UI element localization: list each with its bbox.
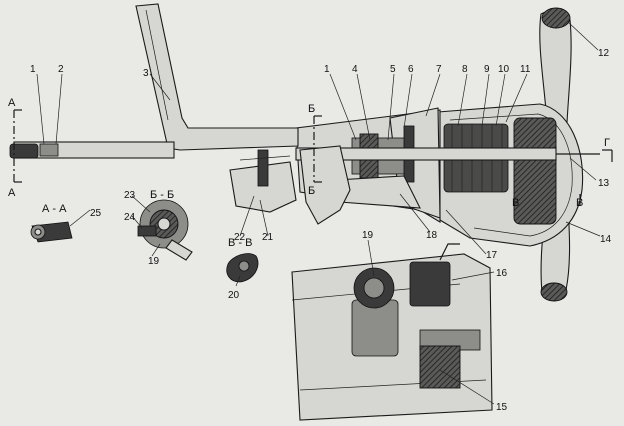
callout-17: 17 [486, 250, 498, 261]
section-title-bb: Б - Б [150, 189, 174, 201]
lock-bolt [137, 225, 157, 237]
column-bracket [299, 145, 351, 225]
ignition-switch-detail [291, 243, 493, 421]
callout-14: 14 [600, 234, 612, 245]
lower-column [9, 3, 351, 225]
section-title-aa: А - А [42, 203, 67, 215]
callout-7: 7 [436, 64, 442, 75]
section-mark-v-right: В [576, 197, 583, 209]
callout-11: 11 [520, 64, 531, 75]
section-mark-g: Г [604, 137, 610, 149]
section-bb-detail [137, 199, 193, 261]
section-title-vv: В - В [228, 237, 252, 249]
callout-3: 3 [143, 68, 149, 79]
mounting-bracket [229, 161, 297, 213]
section-markers: А А Б Б В В Г А - А Б - Б В - В [8, 97, 610, 249]
callout-12: 12 [598, 48, 610, 59]
section-aa-detail [30, 221, 73, 243]
mounting-bolt [257, 149, 269, 187]
section-mark-v-left: В [512, 197, 519, 209]
callout-24: 24 [124, 212, 136, 223]
callout-10: 10 [498, 64, 510, 75]
horn-pad [513, 117, 557, 225]
steering-lock-bolt [419, 345, 461, 389]
callout-4: 4 [352, 64, 358, 75]
ignition-lock-housing [351, 299, 399, 357]
section-mark-a-bottom: А [8, 187, 16, 199]
callout-8: 8 [462, 64, 468, 75]
callout-25: 25 [90, 208, 102, 219]
cardan-fork [39, 143, 59, 157]
wheel-rim-bottom-section [540, 282, 568, 302]
leader-lines [36, 21, 601, 405]
steering-shaft [295, 147, 600, 161]
section-vv-detail [226, 253, 259, 283]
wheel-rim-top-section [541, 7, 571, 29]
switch-connector [409, 261, 451, 307]
callout-1-column: 1 [324, 64, 330, 75]
callout-18: 18 [426, 230, 438, 241]
callout-21: 21 [262, 232, 274, 243]
section-mark-b-bottom: Б [308, 185, 315, 197]
callout-6: 6 [408, 64, 414, 75]
callout-20: 20 [228, 290, 240, 301]
callout-19-switch: 19 [362, 230, 374, 241]
callout-9: 9 [484, 64, 490, 75]
callout-2: 2 [58, 64, 64, 75]
callout-1: 1 [30, 64, 36, 75]
callout-19-section: 19 [148, 256, 160, 267]
section-mark-b-top: Б [308, 103, 315, 115]
callout-15: 15 [496, 402, 508, 413]
callout-22: 22 [234, 232, 246, 243]
cardan-joint [9, 143, 39, 159]
callout-23: 23 [124, 190, 136, 201]
callout-labels: 1 2 3 1 4 5 6 7 8 9 10 11 12 13 14 15 16… [30, 48, 612, 413]
section-mark-a-top: А [8, 97, 16, 109]
section-cut-lines [13, 109, 613, 206]
callout-13: 13 [598, 178, 610, 189]
callout-16: 16 [496, 268, 508, 279]
callout-5: 5 [390, 64, 396, 75]
